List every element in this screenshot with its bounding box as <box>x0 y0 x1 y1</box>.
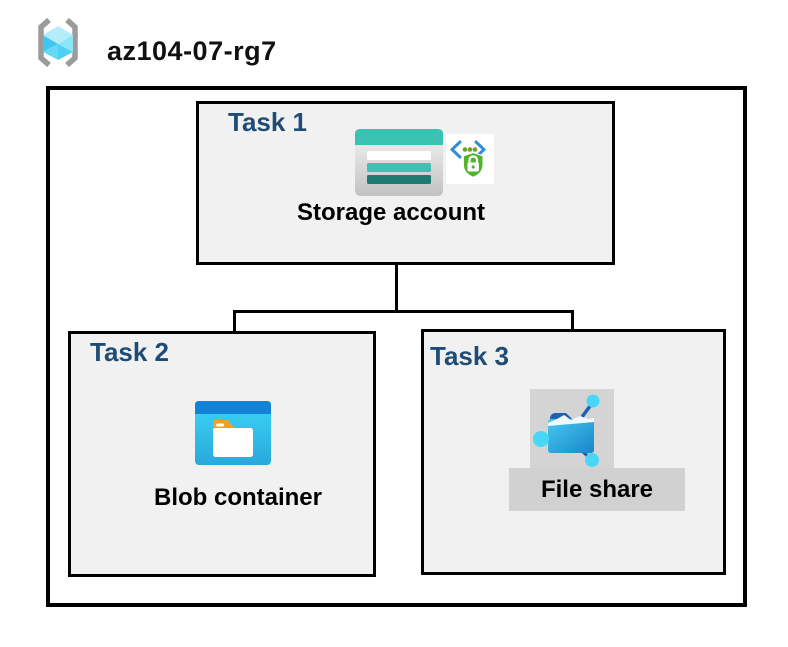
task-3-label: Task 3 <box>430 341 510 371</box>
connector-storage-stem <box>395 264 398 312</box>
file-share-label: File share <box>540 476 654 503</box>
task-2-label: Task 2 <box>90 337 170 367</box>
file-share-label-background: File share <box>509 468 685 511</box>
sas-lock-icon <box>446 134 494 184</box>
storage-account-label: Storage account <box>296 199 486 226</box>
storage-account-icon <box>355 129 443 196</box>
file-share-icon <box>530 389 614 470</box>
resource-group-title: az104-07-rg7 <box>107 36 277 66</box>
blob-container-icon <box>195 401 271 465</box>
resource-group-icon <box>28 13 88 73</box>
connector-branch <box>233 310 574 313</box>
blob-container-label: Blob container <box>153 484 322 511</box>
task-1-label: Task 1 <box>228 107 308 137</box>
